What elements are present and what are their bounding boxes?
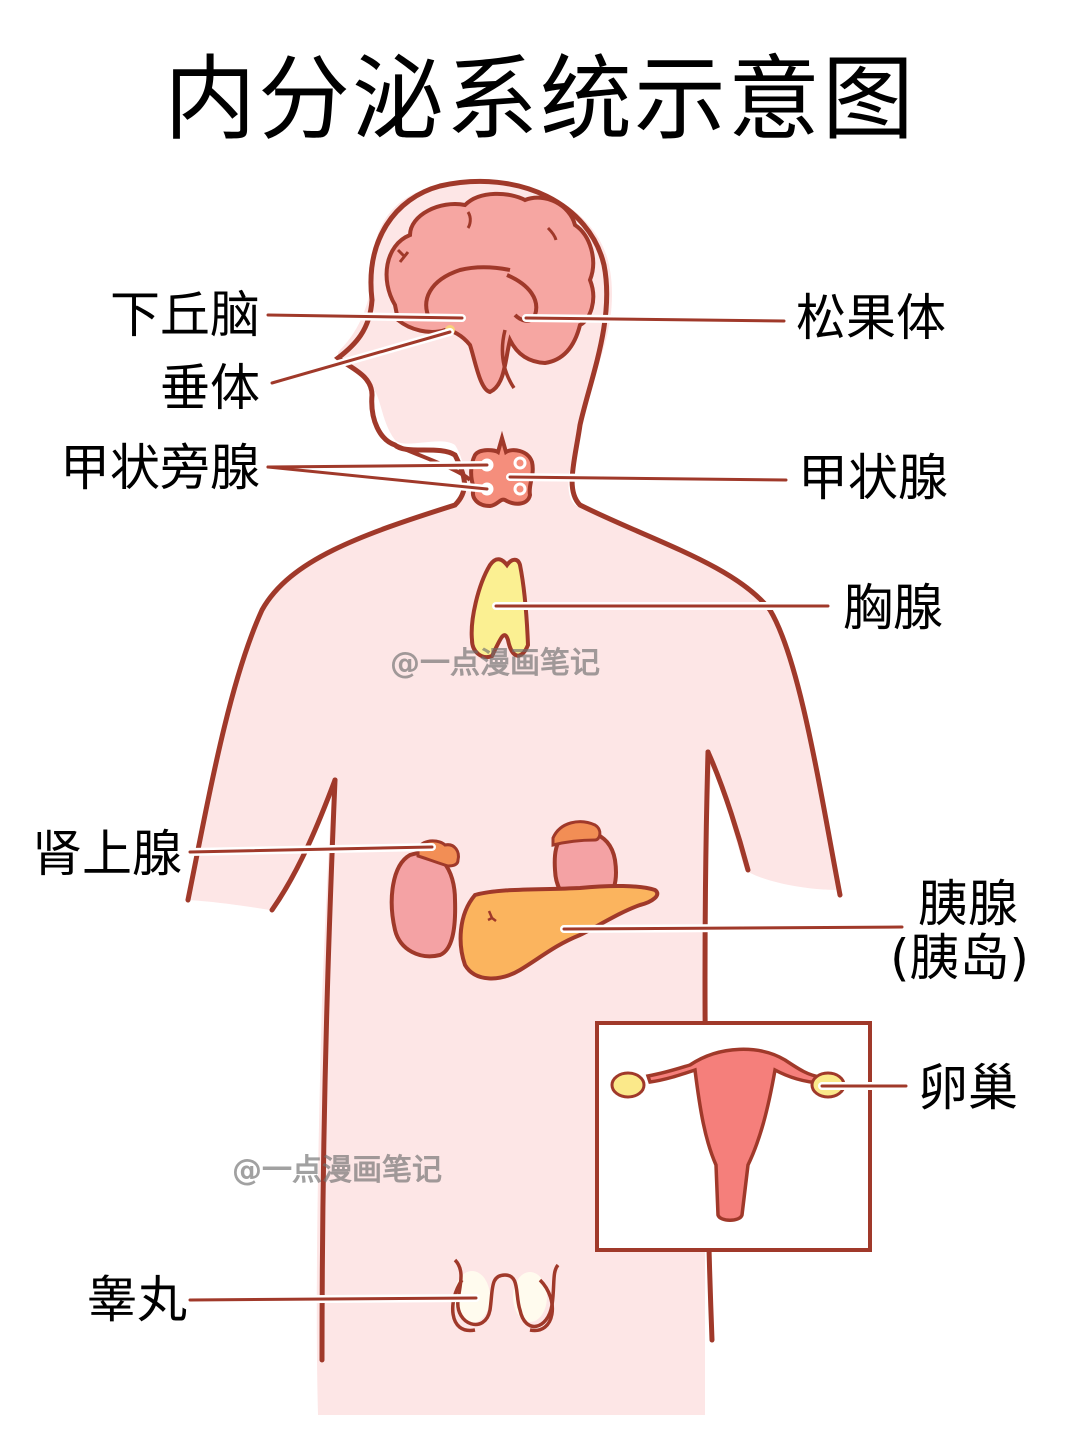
- label-pineal: 松果体: [796, 289, 946, 347]
- label-pancreas-islets: (胰岛): [890, 929, 1030, 987]
- leader-lines: [186, 311, 910, 1304]
- watermark-lower: @一点漫画笔记: [232, 1153, 442, 1188]
- label-testis: 睾丸: [87, 1271, 187, 1329]
- label-hypothalamus: 下丘脑: [110, 286, 260, 344]
- label-thyroid: 甲状腺: [798, 449, 948, 507]
- label-adrenal: 肾上腺: [32, 825, 182, 883]
- diagram-title: 内分泌系统示意图: [163, 46, 916, 153]
- label-parathyroid: 甲状旁腺: [60, 439, 260, 497]
- label-pituitary: 垂体: [160, 359, 260, 417]
- pancreas: [458, 883, 660, 981]
- female-reproductive-inset: [595, 1021, 872, 1252]
- watermark-upper: @一点漫画笔记: [390, 646, 600, 681]
- ovary-left: [610, 1071, 646, 1099]
- label-ovary: 卵巢: [918, 1059, 1018, 1117]
- label-pancreas: 胰腺: [918, 875, 1018, 933]
- label-thymus: 胸腺: [843, 579, 943, 637]
